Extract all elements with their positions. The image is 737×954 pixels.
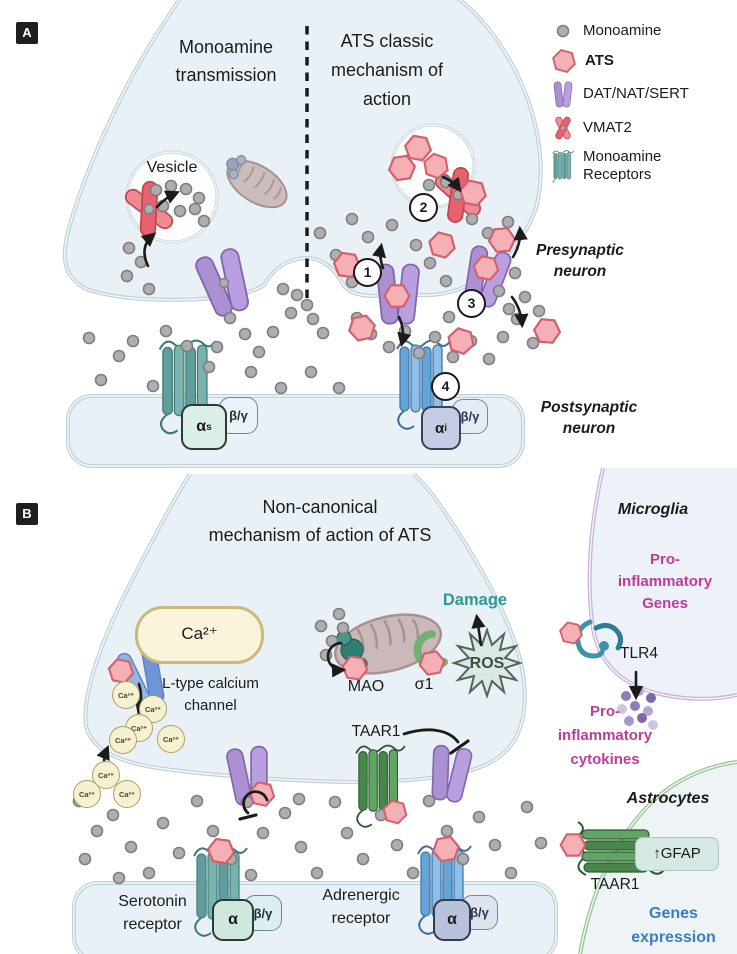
legend-item-vmat2: VMAT2	[551, 114, 689, 142]
taar1-astrocyte-label: TAAR1	[590, 876, 640, 893]
legend: Monoamine ATS DAT/NAT/SERT VMAT2 Monoami…	[551, 20, 689, 184]
dat-nat-sert-icon	[553, 81, 573, 108]
panel-b-title: Non-canonical mechanism of action of ATS	[208, 497, 432, 545]
step-4-badge: 4	[431, 372, 460, 401]
astrocytes-label: Astrocytes	[626, 790, 710, 807]
ltype-channel-label: L-type calcium channel	[162, 675, 259, 714]
g-protein-alpha-serotonin: α	[212, 899, 254, 941]
monoamine-in-dat	[218, 277, 230, 289]
sigma1-label: σ1	[414, 676, 434, 693]
calcium-store: Ca²⁺	[135, 606, 264, 664]
panel-a-title-left: Monoamine transmission	[175, 37, 277, 85]
step-1-badge: 1	[353, 258, 382, 287]
arrows-a	[140, 175, 529, 348]
step-2-badge: 2	[409, 193, 438, 222]
postsynaptic-label: Postsynaptic neuron	[540, 399, 638, 437]
panel-a-badge: A	[16, 22, 38, 44]
legend-item-receptors: Monoamine Receptors	[551, 148, 689, 184]
g-protein-alpha-adrenergic: α	[433, 899, 471, 941]
panel-b-badge: B	[16, 503, 38, 525]
damage-label: Damage	[442, 591, 508, 609]
gfap-box: ↑GFAP	[635, 837, 719, 871]
g-protein-beta-gamma-adrenergic: β/γ	[461, 895, 498, 930]
panel-a-title-right: ATS classic mechanism of action	[330, 31, 444, 109]
microglia-label: Microglia	[617, 501, 689, 518]
pro-inflammatory-cytokines-label: Pro- inflammatory cytokines	[557, 703, 653, 768]
ats-icon	[551, 48, 577, 74]
inhibition-lines	[238, 728, 470, 821]
monoamine-receptor-icon	[552, 150, 575, 183]
taar1-synapse-label: TAAR1	[351, 723, 401, 740]
mao-label: MAO	[347, 678, 385, 695]
calcium-ion: Ca²⁺	[73, 780, 101, 808]
vmat2-icon	[554, 115, 572, 141]
legend-item-monoamine: Monoamine	[551, 20, 689, 42]
vesicle-label: Vesicle	[146, 159, 198, 176]
genes-expression-label: Genes expression	[631, 905, 716, 946]
legend-item-dat: DAT/NAT/SERT	[551, 80, 689, 108]
tlr4-label: TLR4	[620, 645, 658, 662]
legend-item-ats: ATS	[551, 48, 689, 74]
step-3-badge: 3	[457, 289, 486, 318]
adrenergic-receptor-label: Adrenergic receptor	[322, 887, 400, 927]
calcium-ion: Ca²⁺	[113, 780, 141, 808]
monoamine-icon	[556, 24, 570, 38]
serotonin-receptor-label: Serotonin receptor	[118, 893, 187, 933]
pro-inflammatory-genes-label: Pro- inflammatory Genes	[617, 551, 713, 612]
mitochondria-a	[226, 154, 288, 209]
calcium-ion: Ca²⁺	[109, 726, 137, 754]
calcium-ion: Ca²⁺	[157, 725, 185, 753]
presynaptic-label: Presynaptic neuron	[536, 242, 624, 280]
ros-starburst	[450, 626, 524, 700]
ros-label: ROS	[469, 655, 505, 672]
calcium-ion: Ca²⁺	[112, 681, 140, 709]
